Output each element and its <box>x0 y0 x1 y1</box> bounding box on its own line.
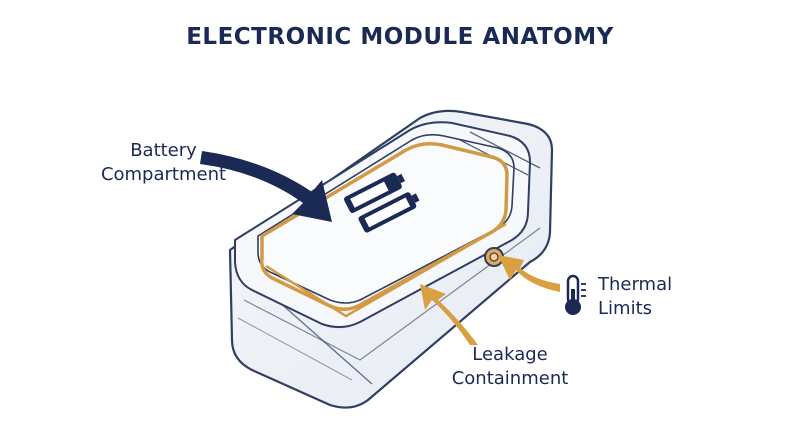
leakage-arrow-icon <box>420 284 478 345</box>
thermal-arrow-icon <box>498 255 560 292</box>
page-title: ELECTRONIC MODULE ANATOMY <box>186 24 614 50</box>
thermal-label-line2: Limits <box>598 298 652 319</box>
thermal-label-line1: Thermal <box>598 274 673 295</box>
battery-label-line2: Compartment <box>100 164 227 185</box>
leakage-label-line2: Containment <box>451 368 569 389</box>
thermal-limits-label: Thermal Limits <box>598 273 672 321</box>
thermometer-icon <box>565 274 586 315</box>
leakage-label-line1: Leakage <box>472 344 548 365</box>
battery-label-line1: Battery <box>130 140 197 161</box>
leakage-containment-label: Leakage Containment <box>440 343 580 391</box>
battery-arrow-icon <box>200 151 332 222</box>
battery-compartment-label: Battery Compartment <box>96 139 231 187</box>
leakage-seal <box>259 142 509 311</box>
battery-icon <box>344 172 420 233</box>
